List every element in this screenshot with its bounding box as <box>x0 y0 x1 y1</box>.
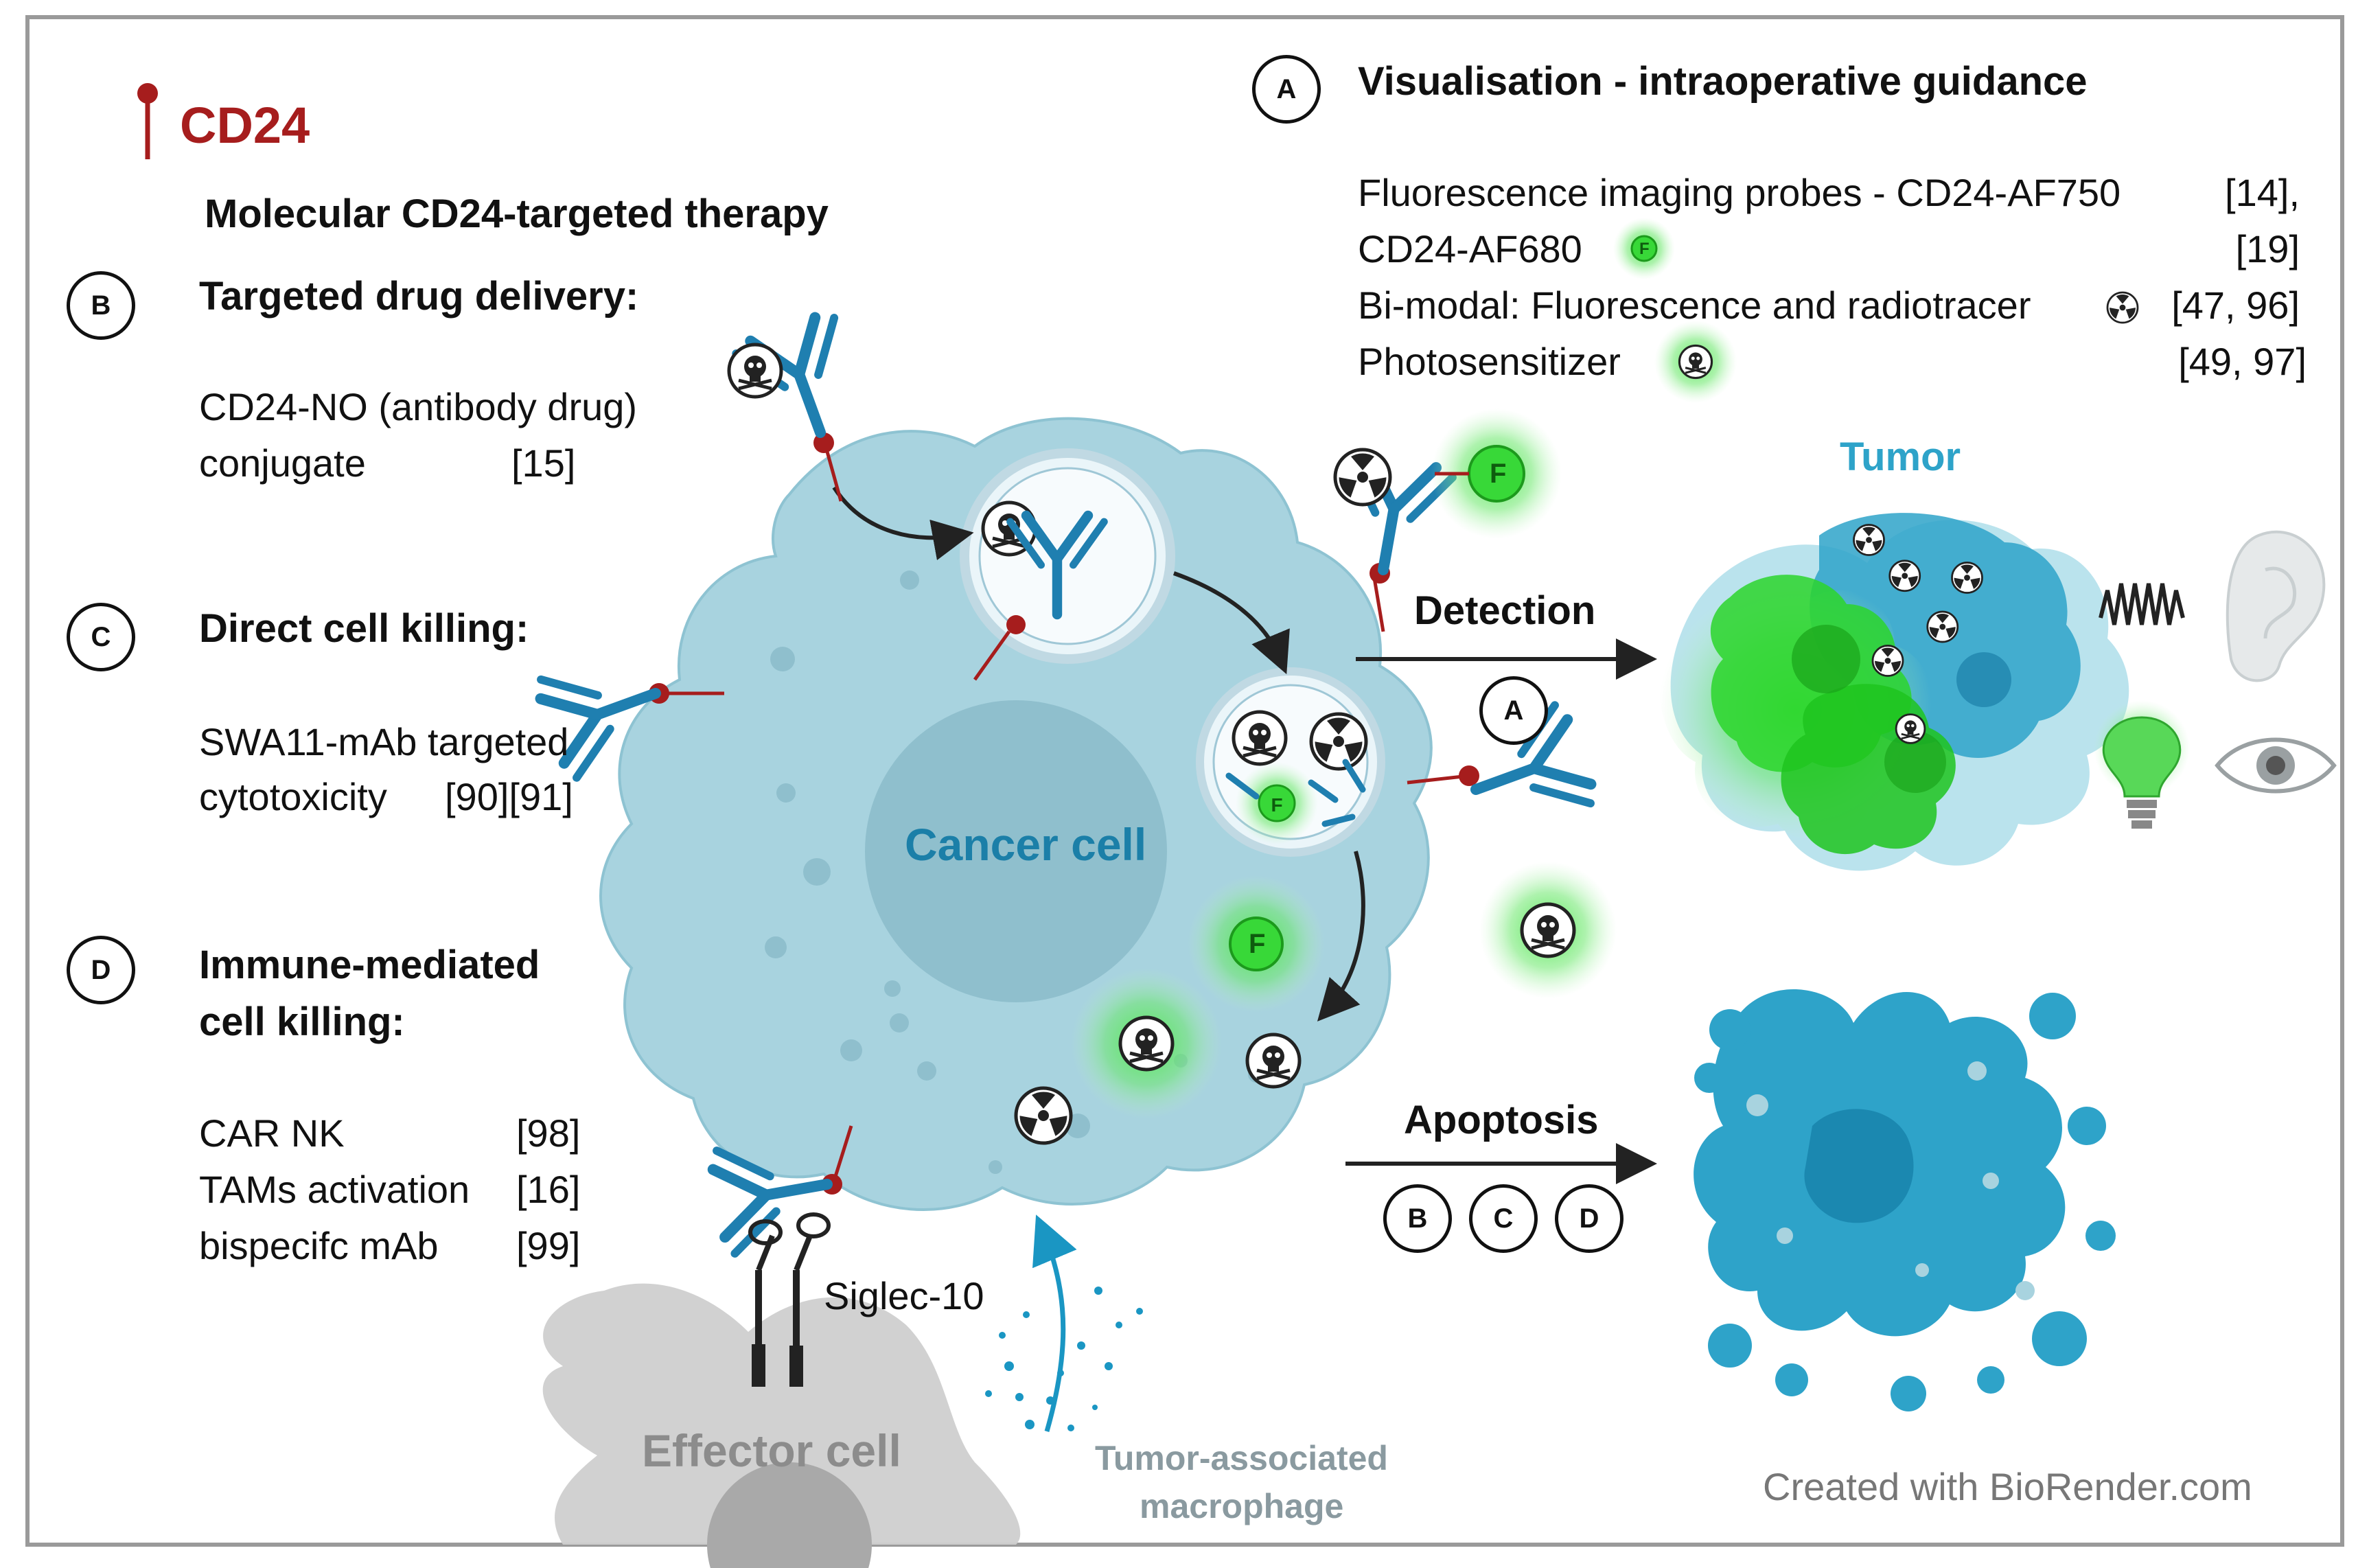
section-d-ref-2: [16] <box>516 1168 581 1211</box>
apoptosis-label: Apoptosis <box>1404 1098 1599 1142</box>
badge-apoptosis-d: D <box>1555 1184 1623 1253</box>
antibody-fragments <box>1225 759 1366 827</box>
section-d-ref-1: [98] <box>516 1111 581 1155</box>
ear-icon <box>2226 530 2326 682</box>
arrow-internalize <box>832 486 974 560</box>
endosome-fluor-mark: F <box>1271 794 1282 816</box>
sound-wave-icon <box>2099 583 2185 625</box>
tam-label-2: macrophage <box>1140 1487 1344 1525</box>
badge-c: C <box>67 603 135 671</box>
bimodal-radiation-icon <box>2106 291 2139 324</box>
section-b-ref: [15] <box>511 441 576 485</box>
section-d-title-2: cell killing: <box>199 1000 405 1044</box>
tumor-mass <box>1659 513 2129 871</box>
arrow-to-endosome <box>1172 571 1290 675</box>
imaging-line-2: CD24-AF680 <box>1358 227 1582 270</box>
cd24-pin-icon <box>137 83 158 159</box>
section-c-ref: [90][91] <box>445 775 573 818</box>
badge-detection-a: A <box>1479 676 1548 745</box>
released-skull-icon <box>1247 1035 1299 1087</box>
detection-radiation-icon <box>1335 450 1390 505</box>
section-b-title: Targeted drug delivery: <box>199 274 639 319</box>
siglec-label: Siglec-10 <box>824 1274 984 1317</box>
badge-a: A <box>1252 55 1321 124</box>
cd24-label: CD24 <box>180 97 310 154</box>
credit-label: Created with BioRender.com <box>1763 1465 2252 1508</box>
fluor-mark-detection: F <box>1490 459 1507 489</box>
section-a-title: Visualisation - intraoperative guidance <box>1358 59 2088 104</box>
tam-arrow <box>1032 1214 1077 1432</box>
fluor-mark-released: F <box>1249 929 1266 959</box>
photosensitizer-text-icon <box>1678 344 1713 380</box>
badge-d: D <box>67 936 135 1004</box>
detection-label: Detection <box>1414 588 1596 633</box>
badge-b: B <box>67 271 135 340</box>
tam-signal-dots <box>985 1287 1143 1431</box>
section-d-item-3: bispecifc mAb <box>199 1224 439 1267</box>
adc-antibody <box>734 312 870 502</box>
tam-label-1: Tumor-associated <box>1095 1439 1388 1477</box>
section-c-title: Direct cell killing: <box>199 606 529 651</box>
section-b-line-2: conjugate <box>199 441 366 485</box>
effector-nucleus <box>707 1462 872 1568</box>
fluor-mark-text: F <box>1639 240 1650 258</box>
section-d-item-2: TAMs activation <box>199 1168 470 1211</box>
section-d-item-1: CAR NK <box>199 1111 345 1155</box>
figure-frame <box>25 15 2344 1547</box>
effector-cell-shape <box>542 1283 1021 1545</box>
cancer-cell-label: Cancer cell <box>905 819 1147 870</box>
imaging-line-4: Photosensitizer <box>1358 340 1621 383</box>
badge-apoptosis-b: B <box>1383 1184 1452 1253</box>
immune-antibody <box>710 1125 853 1255</box>
imaging-ref-3: [47, 96] <box>2171 284 2300 327</box>
fluor-probe-icon <box>1630 235 1658 262</box>
direct-kill-antibody <box>535 645 724 781</box>
therapy-title: Molecular CD24-targeted therapy <box>205 192 829 236</box>
imaging-ref-4: [49, 97] <box>2178 340 2307 383</box>
section-d-ref-3: [99] <box>516 1224 581 1267</box>
tumor-label: Tumor <box>1840 435 1961 479</box>
endosome-mid-skull-icon <box>1234 712 1286 764</box>
imaging-line-1: Fluorescence imaging probes - CD24-AF750 <box>1358 171 2121 214</box>
imaging-line-3: Bi-modal: Fluorescence and radiotracer <box>1358 284 2031 327</box>
effector-cell-label: Effector cell <box>642 1425 901 1476</box>
siglec10-receptor <box>748 1212 831 1387</box>
released-skull-glow-icon <box>1120 1017 1172 1070</box>
badge-apoptosis-c: C <box>1469 1184 1538 1253</box>
section-c-line-1: SWA11-mAb targeted <box>199 720 569 763</box>
photosensitizer-skull-icon <box>1522 904 1574 956</box>
imaging-ref-1: [14], <box>2225 171 2300 214</box>
toxin-skull-icon <box>729 345 781 397</box>
section-b-line-1: CD24-NO (antibody drug) <box>199 385 638 428</box>
detection-antibody-top <box>1332 452 1453 632</box>
arrow-release <box>1317 851 1365 1022</box>
section-d-title-1: Immune-mediated <box>199 943 540 987</box>
section-c-line-2: cytotoxicity <box>199 775 387 818</box>
endosome-antibody <box>973 516 1104 681</box>
endosome-mid-radiation-icon <box>1311 714 1366 769</box>
detection-antibody-lower <box>1407 703 1597 839</box>
apoptotic-cell <box>1694 989 2116 1411</box>
imaging-ref-2: [19] <box>2235 227 2300 270</box>
released-radiation-icon <box>1016 1088 1071 1143</box>
cancer-nucleus <box>865 700 1167 1002</box>
